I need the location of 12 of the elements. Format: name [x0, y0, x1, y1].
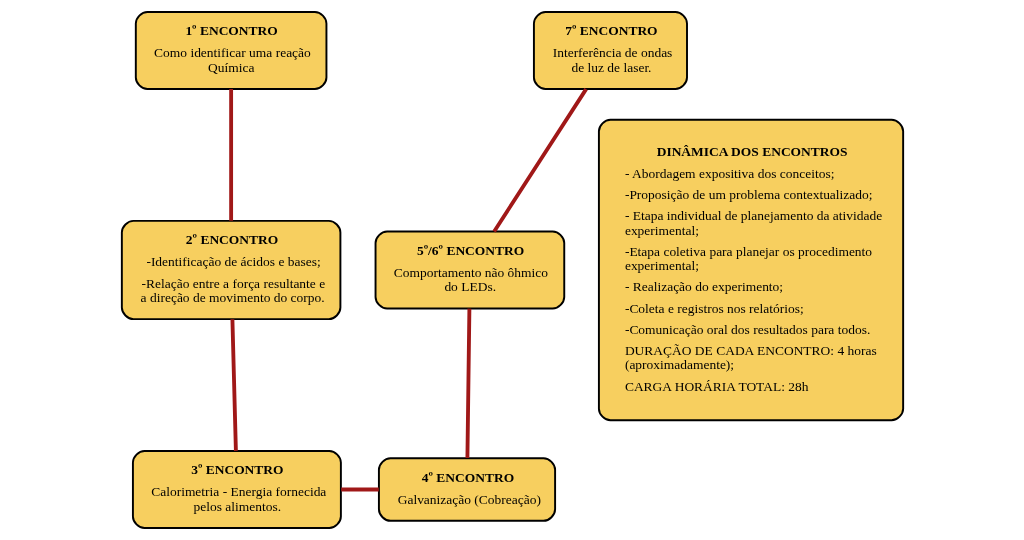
- node-box: 1º ENCONTRO Como identificar uma reação Química: [134, 11, 327, 90]
- connector: [492, 88, 588, 233]
- node-box: 5º/6º ENCONTRO Comportamento não ôhmico do LEDs.: [374, 230, 565, 310]
- node-box: 3º ENCONTRO Calorimetria - Energia fornecida pelos alimentos.: [131, 450, 342, 529]
- node-box: DINÂMICA DOS ENCONTROS - Abordagem expositiva dos conceitos; -Proposição de um problema contextualizado; - Etapa individual de planejamento da atividade experimental; -Etapa coletiva para planejar os procedimento experimental; - Realização do experimento; -Coleta e registros nos relatórios; -Comunicação oral dos resultados para todos. DURAÇÃO DE CADA ENCONTRO: 4 horas (aproximadamente); CARGA HORÁRIA TOTAL: 28h: [597, 118, 904, 422]
- connector: [230, 319, 238, 451]
- connector: [228, 89, 233, 221]
- connector: [340, 487, 379, 492]
- node-box: 2º ENCONTRO -Identificação de ácidos e bases; -Relação entre a força resultante e a direção de movimento do corpo.: [120, 219, 341, 321]
- node-box: 7º ENCONTRO Interferência de ondas de luz de laser.: [532, 11, 688, 90]
- node-box: 4º ENCONTRO Galvanização (Cobreação): [377, 457, 556, 522]
- connector: [465, 308, 471, 459]
